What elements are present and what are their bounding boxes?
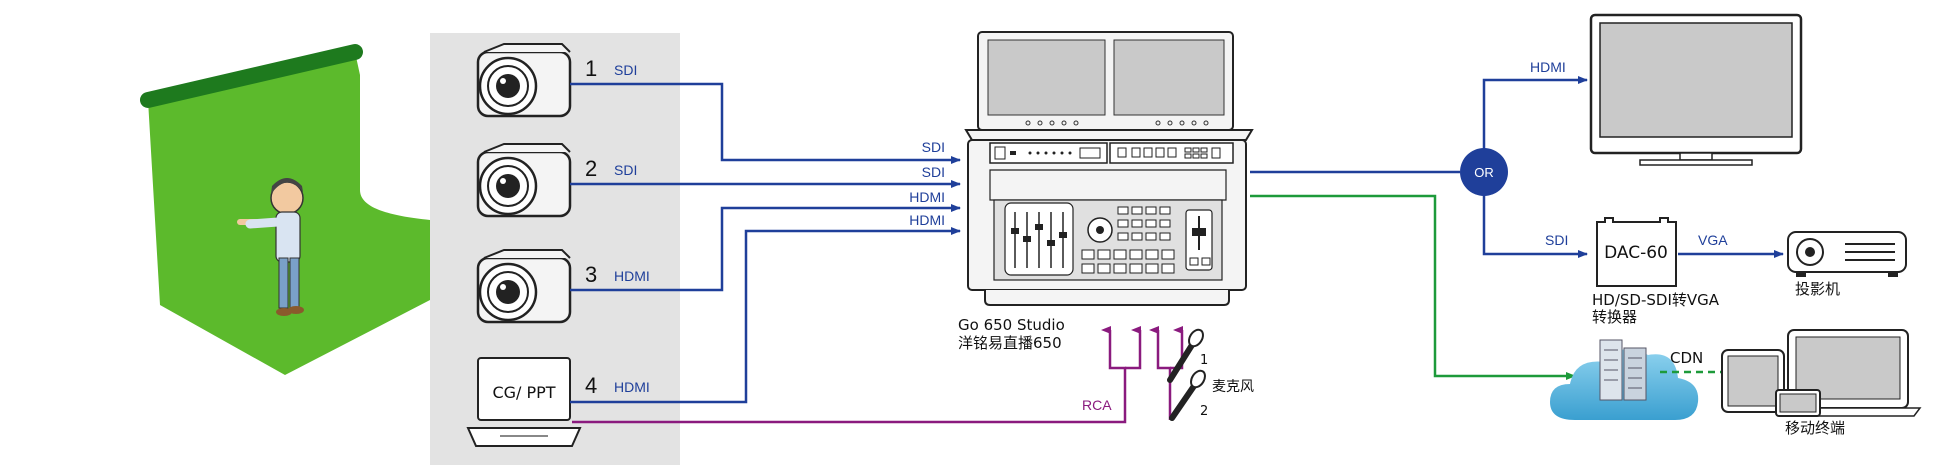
camera-icon [476,43,572,118]
hdmi-out-label: HDMI [1530,59,1566,75]
mic-number-2: 2 [1200,404,1208,419]
switcher-input-label: HDMI [909,189,945,205]
converter-name: DAC-60 [1604,243,1668,263]
camera-signal-label: HDMI [614,268,650,284]
laptop-label: CG/ PPT [492,383,555,402]
switcher-name: Go 650 Studio [958,316,1065,334]
or-label: OR [1474,165,1494,180]
mic-label: 麦克风 [1212,379,1254,395]
output-lines [1250,76,1784,380]
laptop-signal-label: HDMI [614,379,650,395]
cloud-server-icon [1550,339,1699,420]
mobile-label: 移动终端 [1785,419,1845,437]
converter-desc-line2: 转换器 [1592,308,1637,326]
converter-box [1596,217,1677,287]
switcher-input-label: SDI [922,139,945,155]
camera-number: 1 [585,56,597,81]
camera-signal-label: SDI [614,162,637,178]
mic-number-1: 1 [1200,353,1208,368]
camera-icon [476,249,572,324]
camera-icon [476,143,572,218]
sdi-out-label: SDI [1545,232,1568,248]
switcher-name-cn: 洋铭易直播650 [958,334,1062,352]
projector-icon [1787,231,1907,277]
microphone-icon [1167,328,1206,421]
converter-desc-line1: HD/SD-SDI转VGA [1592,291,1720,309]
laptop-icon: CG/ PPT [466,357,582,447]
input-lines [570,82,961,404]
or-node [1460,148,1508,196]
camera-signal-label: SDI [614,62,637,78]
switcher-input-label: SDI [922,164,945,180]
switcher-input-label: HDMI [909,212,945,228]
cdn-label: CDN [1670,349,1703,367]
camera-number: 2 [585,156,597,181]
laptop-number: 4 [585,373,597,398]
tv-monitor-icon [1589,13,1803,166]
switcher-device [964,31,1254,306]
mobile-devices-icon [1721,329,1922,417]
rca-label: RCA [1082,397,1112,413]
presenter-person [237,178,304,316]
camera-number: 3 [585,262,597,287]
vga-label: VGA [1698,232,1728,248]
projector-label: 投影机 [1795,280,1840,298]
switcher-input-labels: SDI SDI HDMI HDMI [909,139,945,228]
